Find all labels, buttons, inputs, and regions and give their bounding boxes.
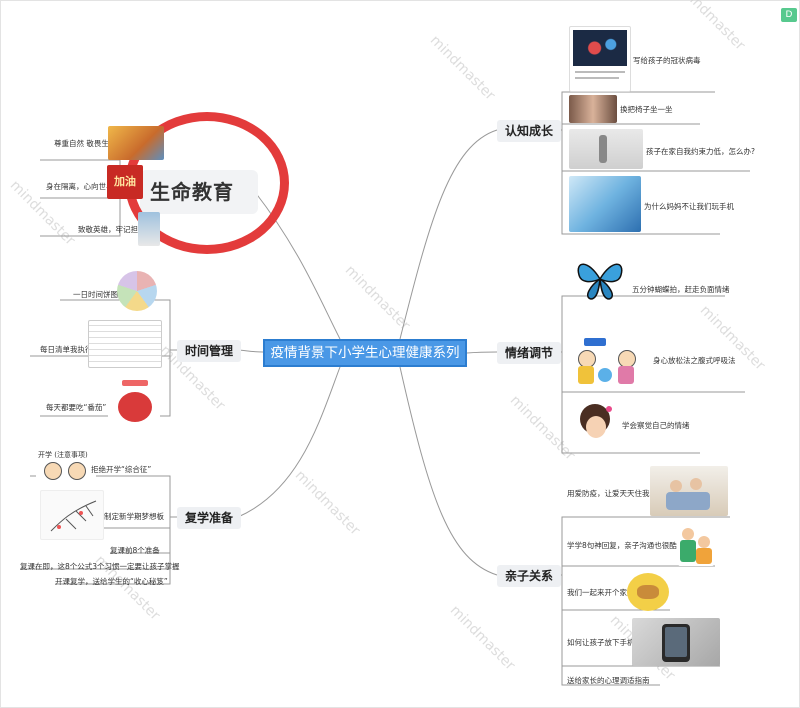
cartoon-thumbnail: 开学 (注意事项) <box>36 448 96 484</box>
thumbnail-caption: 开学 (注意事项) <box>38 451 88 459</box>
leaf-butterfly-hug[interactable]: 五分钟蝴蝶拍，赶走负面情绪 <box>632 285 730 294</box>
leaf-coronavirus[interactable]: 写给孩子的冠状病毒 <box>633 56 701 65</box>
branch-emotion-regulation[interactable]: 情绪调节 <box>497 342 562 364</box>
central-topic[interactable]: 疫情背景下小学生心理健康系列微课 <box>263 339 467 385</box>
thumbnail-image <box>569 129 643 169</box>
branch-parent-child[interactable]: 亲子关系 <box>497 565 562 587</box>
family-photo-thumbnail <box>650 466 728 516</box>
family-meeting-thumbnail <box>627 573 669 611</box>
leaf-tomato[interactable]: 每天都要吃“番茄” <box>46 403 107 412</box>
leaf-family-meeting[interactable]: 我们一起来开个家庭会议 <box>567 588 650 597</box>
leaf-salute-heroes[interactable]: 致敬英雄，牢记担当 <box>78 225 146 234</box>
butterfly-drawing <box>577 263 623 300</box>
phone-photo-thumbnail <box>632 618 720 666</box>
branch-time-management[interactable]: 时间管理 <box>177 340 242 362</box>
leaf-why-no-phone[interactable]: 为什么妈妈不让我们玩手机 <box>644 202 734 211</box>
tomato-thumbnail <box>108 378 160 428</box>
breathing-cartoon-thumbnail <box>570 328 644 390</box>
leaf-time-pie[interactable]: 一日时间饼图 <box>73 290 118 299</box>
leaf-love-home[interactable]: 用爱防疫，让爱天天住我家 <box>567 489 657 498</box>
dream-board-thumbnail <box>40 490 104 540</box>
leaf-dream-board[interactable]: 制定新学期梦想板 <box>104 512 164 521</box>
corner-badge[interactable]: D <box>781 8 797 22</box>
virus-thumbnail <box>569 26 631 92</box>
tree-drawing <box>50 500 97 532</box>
leaf-focus-secrets[interactable]: 开课复学，送给学生的“收心秘笈” <box>55 577 168 586</box>
butterfly-icon <box>573 255 627 303</box>
girl-thumbnail <box>572 398 620 448</box>
leaf-belly-breathing[interactable]: 身心放松法之腹式呼吸法 <box>653 356 736 365</box>
leaf-parent-guide[interactable]: 送给家长的心理调适指南 <box>567 676 650 685</box>
leaf-respect-nature[interactable]: 尊重自然 敬畏生命 <box>54 139 117 148</box>
checklist-thumbnail <box>88 320 162 368</box>
cartoon-family-thumbnail <box>678 522 714 566</box>
jiayou-thumbnail: 加油 <box>107 165 143 199</box>
leaf-put-down-phone[interactable]: 如何让孩子放下手机 <box>567 638 635 647</box>
leaf-change-chair[interactable]: 换把椅子坐一坐 <box>620 105 673 114</box>
leaf-aware-emotions[interactable]: 学会察觉自己的情绪 <box>622 421 690 430</box>
leaf-self-discipline[interactable]: 孩子在家自我约束力低，怎么办? <box>646 147 755 156</box>
leaf-8-preparations[interactable]: 复课前8个准备 <box>110 546 160 555</box>
leaf-daily-list[interactable]: 每日清单我执行 <box>40 345 93 354</box>
thumbnail-image <box>569 95 617 123</box>
leaf-8-replies[interactable]: 学学8句神回复，亲子沟通也很酷！ <box>567 541 685 550</box>
leaf-isolated-world[interactable]: 身在隔离，心向世界 <box>46 182 114 191</box>
phone-hands-thumbnail <box>569 176 641 232</box>
leaf-reject-syndrome[interactable]: 拒绝开学“综合征” <box>91 465 152 474</box>
pie-chart-thumbnail <box>117 271 157 311</box>
branch-cognitive-growth[interactable]: 认知成长 <box>497 120 562 142</box>
thumbnail-image <box>108 126 164 160</box>
leaf-formulas-habits[interactable]: 复课在即，这8个公式3个习惯一定要让孩子掌握 <box>20 562 180 571</box>
thumbnail-image <box>138 212 160 246</box>
branch-return-school[interactable]: 复学准备 <box>177 507 242 529</box>
